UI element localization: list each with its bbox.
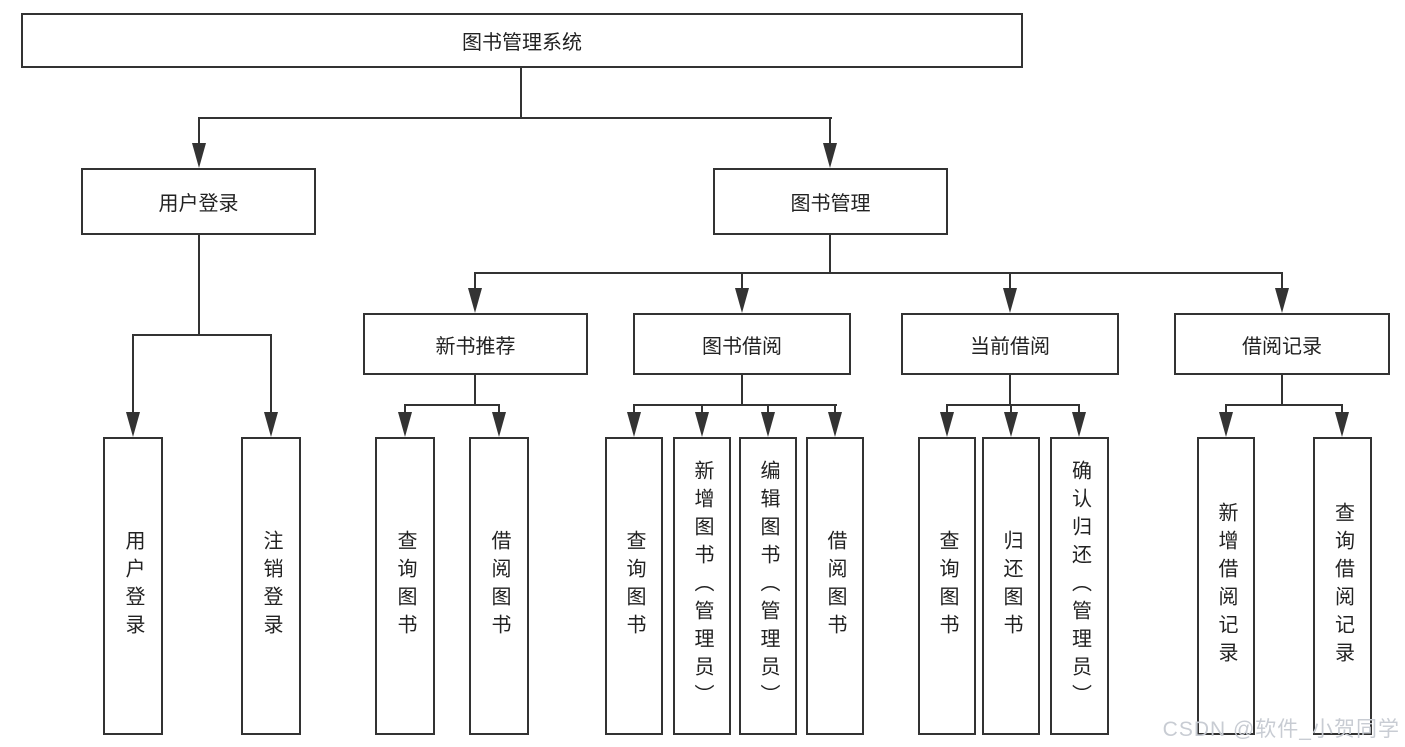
leaf-logout: 注销登录	[241, 437, 301, 735]
connector-line	[946, 404, 948, 414]
connector-line	[520, 68, 522, 118]
leaf-borrow-books-1-label: 借阅图书	[488, 530, 510, 642]
arrow-down-icon	[1003, 288, 1017, 313]
node-current-borrowing-label: 当前借阅	[970, 335, 1050, 358]
arrow-down-icon	[492, 412, 506, 437]
connector-line	[946, 404, 1080, 406]
connector-line	[829, 235, 831, 273]
connector-line	[1225, 404, 1227, 414]
arrow-down-icon	[828, 412, 842, 437]
connector-line	[198, 235, 200, 335]
arrow-down-icon	[627, 412, 641, 437]
connector-line	[1009, 375, 1011, 405]
arrow-down-icon	[1072, 412, 1086, 437]
node-borrowing-records-label: 借阅记录	[1242, 335, 1322, 358]
connector-line	[834, 404, 836, 414]
connector-line	[474, 272, 1282, 274]
connector-line	[474, 375, 476, 405]
leaf-query-books-1: 查询图书	[375, 437, 435, 735]
leaf-borrow-books-1: 借阅图书	[469, 437, 529, 735]
node-root: 图书管理系统	[21, 13, 1023, 68]
node-root-label: 图书管理系统	[462, 32, 582, 54]
node-book-borrowing-label: 图书借阅	[702, 335, 782, 358]
connector-line	[198, 117, 200, 145]
connector-line	[498, 404, 500, 414]
leaf-add-books-admin: 新增图书（管理员）	[673, 437, 731, 735]
connector-line	[198, 117, 832, 119]
leaf-query-books-3: 查询图书	[918, 437, 976, 735]
leaf-add-borrow-record-label: 新增借阅记录	[1215, 502, 1237, 670]
connector-line	[404, 404, 406, 414]
arrow-down-icon	[695, 412, 709, 437]
connector-line	[270, 334, 272, 414]
leaf-query-borrow-record: 查询借阅记录	[1313, 437, 1372, 735]
leaf-add-borrow-record: 新增借阅记录	[1197, 437, 1255, 735]
connector-line	[1281, 375, 1283, 405]
leaf-query-books-1-label: 查询图书	[394, 530, 416, 642]
connector-line	[1009, 272, 1011, 290]
connector-line	[474, 272, 476, 290]
node-new-book-recommend-label: 新书推荐	[435, 335, 516, 358]
node-user-login-label: 用户登录	[158, 193, 239, 215]
leaf-borrow-books-2: 借阅图书	[806, 437, 864, 735]
csdn-watermark: CSDN @软件_小贺同学	[1162, 718, 1400, 741]
leaf-user-login-label: 用户登录	[122, 530, 144, 642]
connector-line	[741, 375, 743, 405]
arrow-down-icon	[192, 143, 206, 168]
arrow-down-icon	[1219, 412, 1233, 437]
connector-line	[1225, 404, 1343, 406]
connector-line	[767, 404, 769, 414]
node-book-management-label: 图书管理	[790, 193, 871, 215]
leaf-query-books-2: 查询图书	[605, 437, 663, 735]
connector-line	[829, 117, 831, 145]
arrow-down-icon	[761, 412, 775, 437]
leaf-query-borrow-record-label: 查询借阅记录	[1331, 502, 1354, 670]
arrow-down-icon	[823, 143, 837, 168]
node-new-book-recommend: 新书推荐	[363, 313, 588, 375]
connector-line	[633, 404, 635, 414]
arrow-down-icon	[1275, 288, 1289, 313]
connector-line	[132, 334, 272, 336]
connector-line	[741, 272, 743, 290]
node-borrowing-records: 借阅记录	[1174, 313, 1390, 375]
node-user-login: 用户登录	[81, 168, 316, 235]
node-book-management: 图书管理	[713, 168, 948, 235]
connector-line	[1078, 404, 1080, 414]
leaf-edit-books-admin: 编辑图书（管理员）	[739, 437, 797, 735]
leaf-confirm-return-admin: 确认归还（管理员）	[1050, 437, 1109, 735]
leaf-confirm-return-admin-label: 确认归还（管理员）	[1068, 460, 1091, 712]
arrow-down-icon	[1335, 412, 1349, 437]
leaf-return-books-label: 归还图书	[1000, 530, 1022, 642]
node-book-borrowing: 图书借阅	[633, 313, 851, 375]
arrow-down-icon	[398, 412, 412, 437]
connector-line	[1010, 404, 1012, 414]
arrow-down-icon	[940, 412, 954, 437]
leaf-edit-books-admin-label: 编辑图书（管理员）	[757, 460, 779, 712]
node-current-borrowing: 当前借阅	[901, 313, 1119, 375]
arrow-down-icon	[264, 412, 278, 437]
connector-line	[701, 404, 703, 414]
leaf-add-books-admin-label: 新增图书（管理员）	[691, 460, 713, 712]
arrow-down-icon	[1004, 412, 1018, 437]
arrow-down-icon	[126, 412, 140, 437]
arrow-down-icon	[468, 288, 482, 313]
connector-line	[1341, 404, 1343, 414]
leaf-borrow-books-2-label: 借阅图书	[824, 530, 846, 642]
leaf-query-books-3-label: 查询图书	[936, 530, 958, 642]
leaf-query-books-2-label: 查询图书	[623, 530, 645, 642]
connector-line	[1281, 272, 1283, 290]
leaf-logout-label: 注销登录	[260, 530, 282, 642]
connector-line	[132, 334, 134, 414]
leaf-user-login: 用户登录	[103, 437, 163, 735]
connector-line	[404, 404, 500, 406]
leaf-return-books: 归还图书	[982, 437, 1040, 735]
connector-line	[633, 404, 837, 406]
arrow-down-icon	[735, 288, 749, 313]
